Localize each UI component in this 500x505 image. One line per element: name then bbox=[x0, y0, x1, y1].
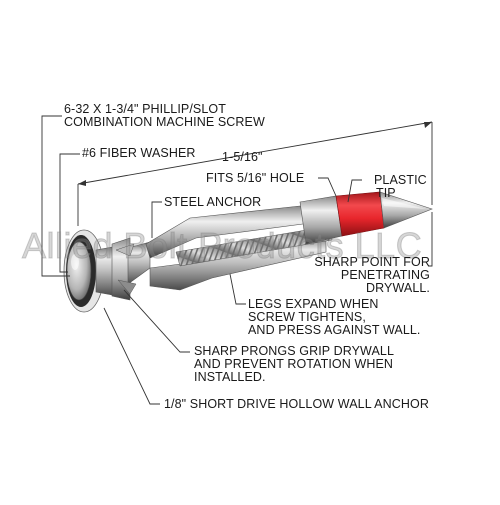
steel-anchor-body bbox=[115, 195, 343, 295]
label-sharp-point-line2: PENETRATING bbox=[340, 268, 430, 282]
label-screw-line2: COMBINATION MACHINE SCREW bbox=[64, 115, 265, 129]
label-sharp-point-line1: SHARP POINT FOR bbox=[314, 255, 430, 269]
label-prongs-line1: SHARP PRONGS GRIP DRYWALL bbox=[194, 344, 395, 358]
label-washer: #6 FIBER WASHER bbox=[82, 146, 196, 160]
label-legs-line1: LEGS EXPAND WHEN bbox=[248, 297, 379, 311]
label-drive-anchor: 1/8" SHORT DRIVE HOLLOW WALL ANCHOR bbox=[164, 397, 429, 411]
label-screw-line1: 6-32 X 1-3/4" PHILLIP/SLOT bbox=[64, 102, 226, 116]
label-prongs-line2: AND PREVENT ROTATION WHEN bbox=[194, 357, 394, 371]
label-sharp-point-line3: DRYWALL. bbox=[365, 281, 430, 295]
label-legs-line3: AND PRESS AGAINST WALL. bbox=[248, 323, 421, 337]
label-length: 1-5/16" bbox=[222, 150, 263, 164]
label-plastic-tip-line2: TIP bbox=[376, 186, 396, 200]
dimension-line-length bbox=[77, 121, 433, 226]
sharp-point bbox=[379, 191, 433, 229]
watermark-text: Allied Bolt Products LLC bbox=[22, 225, 423, 266]
label-steel-anchor: STEEL ANCHOR bbox=[164, 195, 262, 209]
label-plastic-tip-line1: PLASTIC bbox=[374, 173, 427, 187]
label-fits-hole: FITS 5/16" HOLE bbox=[206, 171, 305, 185]
leader-lines bbox=[41, 115, 433, 405]
screw-head bbox=[63, 229, 105, 313]
label-prongs-line3: INSTALLED. bbox=[194, 370, 266, 384]
anchor-collar bbox=[95, 237, 131, 301]
label-legs-line2: SCREW TIGHTENS, bbox=[248, 310, 366, 324]
